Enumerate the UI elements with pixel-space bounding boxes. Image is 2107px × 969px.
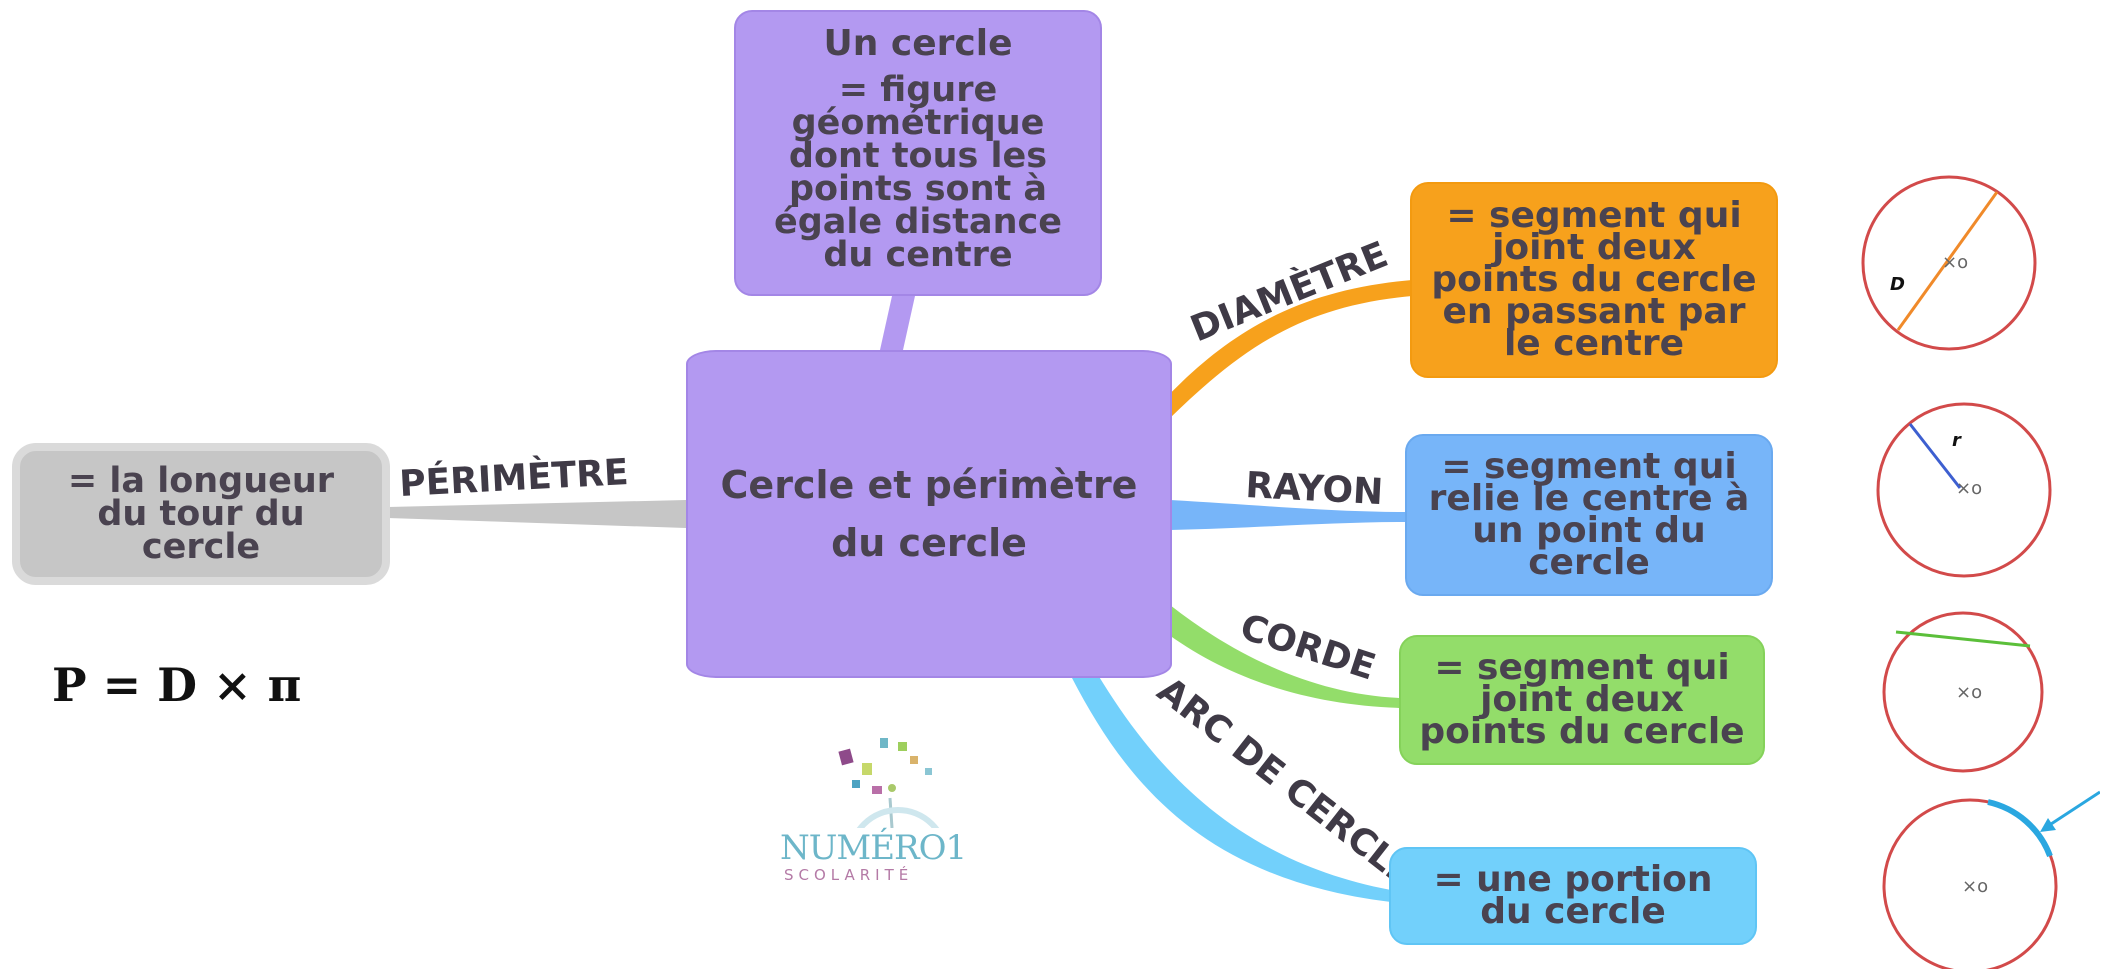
diameter-letter: D	[1890, 274, 1905, 295]
definition-body: = figure géométrique dont tous les point…	[774, 70, 1062, 275]
diameter-center-mark: ×o	[1942, 252, 1968, 273]
diametre-text: = segment qui joint deux points du cercl…	[1431, 195, 1757, 364]
arc-arrow-icon	[2040, 818, 2056, 832]
arc-highlight	[1987, 799, 2053, 858]
diameter-circle	[1861, 175, 2037, 351]
definition-title: Un cercle	[823, 23, 1013, 64]
arc-text: = une portion du cercle	[1433, 859, 1713, 932]
rayon-node[interactable]: = segment qui relie le centre à un point…	[1405, 434, 1773, 596]
logo-confetti-icon	[838, 738, 940, 828]
diameter-segment	[1896, 191, 1999, 331]
chord-center-mark: ×o	[1956, 682, 1982, 703]
definition-connector	[880, 296, 915, 350]
radius-figure: ×o r	[1876, 402, 2052, 578]
chord-circle	[1882, 611, 2044, 773]
numero1-logo: NUMÉRO1 SCOLARITÉ	[780, 728, 970, 908]
perimeter-formula: P = D × π	[52, 658, 302, 712]
arc-circle	[1882, 798, 2058, 969]
logo-wordmark: NUMÉRO1	[780, 828, 967, 868]
radius-center-mark: ×o	[1956, 478, 1982, 499]
rayon-connector	[1170, 500, 1407, 530]
chord-figure: ×o	[1882, 611, 2044, 773]
radius-letter: r	[1952, 430, 1962, 451]
arc-arrow-line	[2047, 790, 2100, 828]
rayon-text: = segment qui relie le centre à un point…	[1428, 446, 1750, 583]
arc-connector	[1072, 675, 1391, 902]
central-topic-node[interactable]: Cercle et périmètre du cercle	[686, 350, 1172, 678]
diameter-figure: ×o D	[1861, 175, 2037, 351]
corde-text: = segment qui joint deux points du cercl…	[1419, 647, 1745, 752]
arc-figure: ×o	[1882, 790, 2100, 969]
arc-center-mark: ×o	[1962, 876, 1988, 897]
arc-node[interactable]: = une portion du cercle	[1389, 847, 1757, 945]
perimetre-text: = la longueur du tour du cercle	[67, 460, 335, 567]
logo-subtitle: SCOLARITÉ	[784, 866, 914, 884]
perimetre-node[interactable]: = la longueur du tour du cercle	[12, 443, 390, 585]
diametre-connector	[1162, 280, 1412, 418]
rayon-label: RAYON	[1245, 465, 1385, 513]
definition-node[interactable]: Un cercle = figure géométrique dont tous…	[734, 10, 1102, 296]
central-topic-label: Cercle et périmètre du cercle	[720, 463, 1138, 565]
chord-segment	[1895, 630, 2031, 648]
perimetre-label: PÉRIMÈTRE	[398, 451, 629, 505]
radius-segment	[1908, 423, 1962, 489]
radius-circle	[1876, 402, 2052, 578]
perimetre-connector	[388, 500, 686, 528]
diametre-node[interactable]: = segment qui joint deux points du cercl…	[1410, 182, 1778, 378]
corde-connector	[1165, 605, 1401, 708]
corde-node[interactable]: = segment qui joint deux points du cercl…	[1399, 635, 1765, 765]
